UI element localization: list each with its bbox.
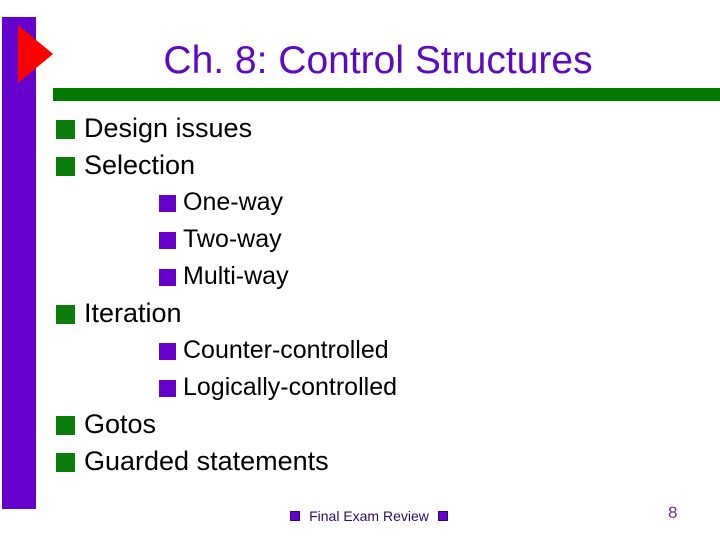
- footer-bullet-icon: [290, 511, 301, 521]
- bullet-list: Design issues Selection One-way Two-way …: [0, 110, 720, 480]
- footer: Final Exam Review: [9, 506, 720, 526]
- list-item: Gotos: [0, 406, 720, 443]
- list-item-text: One-way: [183, 188, 284, 216]
- green-square-bullet-icon: [56, 156, 75, 176]
- list-item: Counter-controlled: [0, 332, 720, 369]
- list-item: Design issues: [0, 110, 720, 147]
- list-item: Two-way: [0, 221, 720, 258]
- list-item-text: Multi-way: [183, 262, 289, 290]
- list-item-text: Counter-controlled: [183, 336, 389, 364]
- green-square-bullet-icon: [56, 452, 75, 472]
- list-item-text: Two-way: [183, 225, 282, 253]
- red-arrow-icon: [18, 25, 53, 83]
- purple-square-bullet-icon: [159, 268, 176, 286]
- list-item: Guarded statements: [0, 443, 720, 480]
- list-item: Multi-way: [0, 258, 720, 295]
- left-accent-bar: [2, 17, 36, 509]
- footer-text: Final Exam Review: [309, 508, 429, 524]
- green-square-bullet-icon: [56, 415, 75, 435]
- list-item-text: Guarded statements: [84, 446, 329, 476]
- purple-square-bullet-icon: [159, 231, 176, 249]
- list-item: Selection: [0, 147, 720, 184]
- list-item: Iteration: [0, 295, 720, 332]
- green-square-bullet-icon: [56, 119, 75, 139]
- slide-title: Ch. 8: Control Structures: [163, 39, 593, 82]
- list-item: Logically-controlled: [0, 369, 720, 406]
- list-item-text: Iteration: [84, 298, 182, 328]
- list-item-text: Gotos: [84, 409, 157, 439]
- list-item-text: Design issues: [84, 113, 253, 143]
- list-item-text: Logically-controlled: [183, 373, 398, 401]
- title-divider-bar: [53, 88, 720, 101]
- purple-square-bullet-icon: [159, 342, 176, 360]
- footer-bullet-icon: [437, 511, 448, 521]
- purple-square-bullet-icon: [159, 194, 176, 212]
- green-square-bullet-icon: [56, 304, 75, 324]
- purple-square-bullet-icon: [159, 379, 176, 397]
- page-number: 8: [668, 503, 678, 522]
- list-item-text: Selection: [84, 150, 196, 180]
- list-item: One-way: [0, 184, 720, 221]
